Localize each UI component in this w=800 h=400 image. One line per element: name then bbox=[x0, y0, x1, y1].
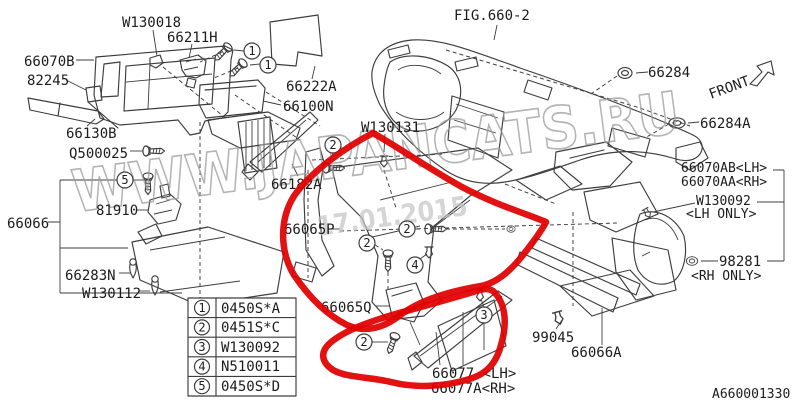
legend-code-5: 0450S*D bbox=[221, 379, 280, 395]
legend-table: 1 0450S*A 2 0451S*C 3 W130092 4 N510011 … bbox=[187, 297, 297, 397]
label-66100n: 66100N bbox=[283, 99, 334, 115]
callout-2c: 2 bbox=[398, 220, 416, 238]
svg-text:2: 2 bbox=[329, 138, 336, 152]
label-66070b: 66070B bbox=[24, 54, 75, 70]
svg-text:3: 3 bbox=[198, 340, 205, 354]
legend-row-2: 2 0451S*C bbox=[193, 319, 280, 336]
part-66211h-bracket bbox=[179, 54, 207, 89]
label-rh-only: <RH ONLY> bbox=[691, 269, 762, 284]
part-labels: W130018 66211H 66070B 82245 66130B Q5000… bbox=[7, 8, 790, 400]
legend-row-1: 1 0450S*A bbox=[193, 299, 281, 317]
svg-text:3: 3 bbox=[480, 308, 487, 322]
label-q500025: Q500025 bbox=[69, 146, 128, 162]
callout-1a: 1 bbox=[243, 42, 261, 60]
callout-2b: 2 bbox=[358, 234, 376, 252]
svg-text:1: 1 bbox=[264, 58, 271, 72]
label-w130112: W130112 bbox=[82, 286, 141, 302]
part-66077-side-panel bbox=[407, 290, 513, 372]
label-66066a: 66066A bbox=[571, 345, 622, 361]
svg-text:5: 5 bbox=[121, 173, 128, 187]
svg-text:2: 2 bbox=[363, 236, 370, 250]
label-w130018: W130018 bbox=[122, 15, 181, 31]
label-66130b: 66130B bbox=[66, 126, 117, 142]
callout-4: 4 bbox=[406, 256, 424, 274]
label-66211h: 66211H bbox=[167, 30, 218, 46]
part-w130018-clip bbox=[149, 54, 164, 69]
label-66066: 66066 bbox=[7, 216, 49, 232]
label-lh-only: <LH ONLY> bbox=[686, 207, 757, 222]
legend-row-3: 3 W130092 bbox=[193, 338, 280, 356]
leader-lines bbox=[48, 24, 785, 366]
svg-text:4: 4 bbox=[198, 360, 205, 374]
label-drawing-number: A660001330 bbox=[712, 387, 790, 400]
callout-2a: 2 bbox=[324, 136, 342, 154]
callout-5: 5 bbox=[116, 171, 134, 189]
svg-text:2: 2 bbox=[403, 222, 410, 236]
svg-text:4: 4 bbox=[411, 258, 418, 272]
callouts: 1 1 5 2 2 2 2 4 3 bbox=[116, 42, 493, 351]
part-66130b-strip bbox=[27, 97, 105, 125]
red-loop-lower bbox=[320, 285, 508, 390]
svg-text:1: 1 bbox=[248, 44, 255, 58]
callout-3: 3 bbox=[475, 306, 493, 324]
label-66284a: 66284A bbox=[700, 116, 751, 132]
part-66065q-bracket bbox=[385, 282, 425, 323]
part-side-cover bbox=[633, 211, 687, 285]
label-82245: 82245 bbox=[27, 73, 69, 89]
legend-code-2: 0451S*C bbox=[221, 320, 280, 336]
part-66065p-assembly bbox=[291, 147, 513, 321]
callout-1b: 1 bbox=[259, 56, 277, 74]
svg-text:2: 2 bbox=[360, 335, 367, 349]
part-66182a-strip bbox=[241, 111, 319, 181]
legend-code-4: N510011 bbox=[221, 359, 280, 375]
label-66065p: 66065P bbox=[284, 222, 335, 238]
label-66070aa: 66070AA<RH> bbox=[681, 175, 767, 190]
callout-2d: 2 bbox=[355, 333, 373, 351]
label-66284: 66284 bbox=[648, 65, 690, 81]
svg-text:1: 1 bbox=[198, 301, 205, 315]
part-instrument-panel bbox=[371, 39, 709, 184]
red-loop-upper bbox=[279, 129, 550, 333]
legend-row-4: 4 N510011 bbox=[193, 358, 280, 375]
label-fig-ref: FIG.660-2 bbox=[454, 8, 530, 24]
legend-code-3: W130092 bbox=[221, 340, 280, 356]
part-82245-clip bbox=[85, 85, 119, 129]
label-99045: 99045 bbox=[532, 330, 574, 346]
label-66065q: 66065Q bbox=[321, 300, 372, 316]
label-81910: 81910 bbox=[96, 203, 138, 219]
part-81910-bracket bbox=[147, 183, 182, 225]
label-66222a: 66222A bbox=[286, 79, 337, 95]
red-highlight-annotation bbox=[279, 129, 550, 390]
label-66070ab: 66070AB<LH> bbox=[681, 161, 767, 176]
svg-text:5: 5 bbox=[198, 379, 205, 393]
label-w130092: W130092 bbox=[696, 194, 751, 209]
label-98281: 98281 bbox=[719, 254, 761, 270]
legend-code-1: 0450S*A bbox=[221, 301, 281, 317]
label-66283n: 66283N bbox=[65, 268, 116, 284]
legend-row-5: 5 0450S*D bbox=[193, 378, 280, 395]
front-arrow-icon bbox=[749, 60, 775, 87]
part-center-vent-grille bbox=[237, 116, 278, 174]
svg-text:2: 2 bbox=[198, 320, 205, 334]
